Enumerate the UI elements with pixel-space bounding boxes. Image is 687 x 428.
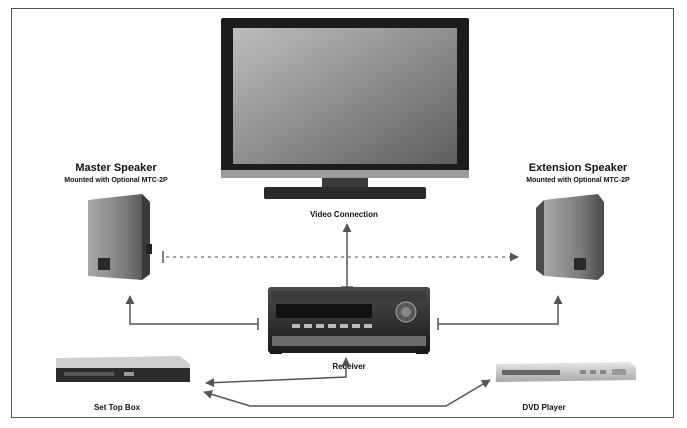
- master-speaker: [88, 194, 152, 280]
- set-top-box-to-dvd-player-line: [203, 379, 491, 407]
- master-speaker-mount: [98, 258, 110, 270]
- extension-speaker-mount: [574, 258, 586, 270]
- set-top-box-label: Set Top Box: [94, 403, 141, 412]
- master-speaker-title: Master Speaker: [75, 162, 157, 174]
- dvd-player: [496, 362, 636, 382]
- tv-bottom-trim: [221, 170, 469, 178]
- tv-stand-base: [264, 187, 426, 199]
- receiver-to-extension-speaker-line: [438, 295, 563, 325]
- set-top-box: [56, 356, 190, 382]
- dvd-player-label: DVD Player: [522, 403, 565, 412]
- receiver: [268, 287, 430, 354]
- extension-speaker-mount-note: Mounted with Optional MTC-2P: [526, 177, 630, 184]
- set-top-box-to-receiver-line: [205, 357, 351, 388]
- tv-stand-neck: [322, 178, 368, 188]
- extension-speaker: [536, 194, 604, 280]
- tv-screen: [233, 28, 457, 164]
- extension-speaker-title: Extension Speaker: [529, 162, 628, 174]
- receiver-label: Receiver: [332, 362, 365, 371]
- receiver-display: [276, 304, 372, 318]
- master-speaker-mount-note: Mounted with Optional MTC-2P: [64, 177, 168, 184]
- video-connection-label: Video Connection: [310, 210, 378, 219]
- tv-monitor: [221, 18, 469, 199]
- receiver-to-master-speaker-line: [125, 295, 258, 325]
